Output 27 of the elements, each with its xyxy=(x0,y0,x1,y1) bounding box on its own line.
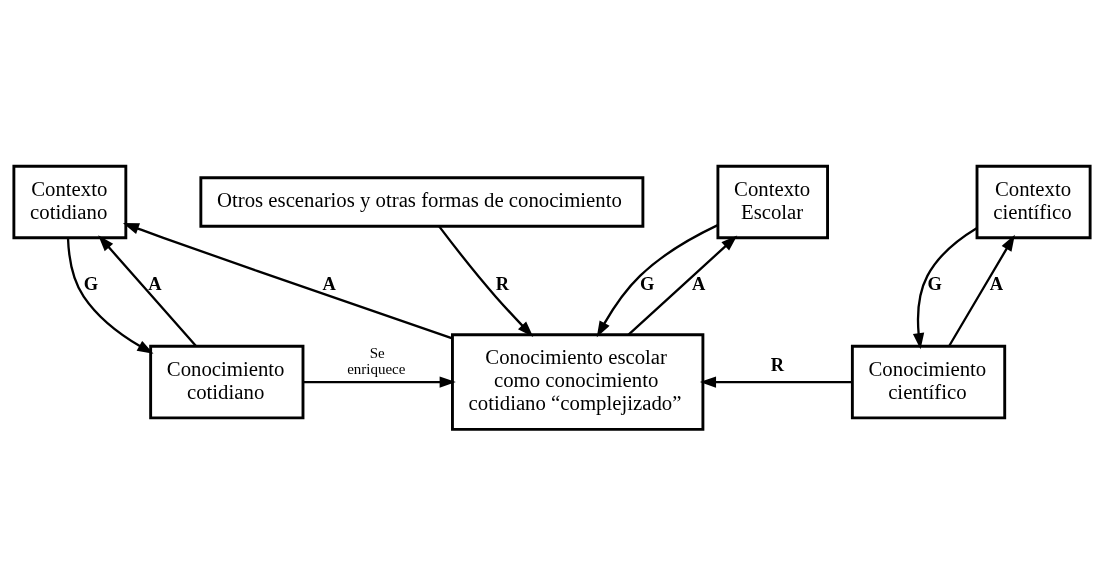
arrow xyxy=(948,234,1015,347)
arrow xyxy=(912,227,978,350)
edge-label: A xyxy=(691,273,706,294)
edge-label: A xyxy=(322,273,336,294)
node-box: Conocimiento escolar como conocimiento cotidiano “complejizado” xyxy=(451,333,705,431)
arrow xyxy=(627,235,738,336)
node-box: Contexto científico xyxy=(975,164,1092,240)
node-box: Conocimiento científico xyxy=(850,344,1007,420)
arrow xyxy=(438,225,534,337)
edge-label: G xyxy=(83,273,99,294)
arrow xyxy=(66,238,154,354)
node-box: Contexto cotidiano xyxy=(12,164,128,240)
node-box: Otros escenarios y otras formas de conocimiento xyxy=(199,176,645,228)
edge-label: R xyxy=(770,355,785,376)
arrow xyxy=(699,376,853,388)
arrow xyxy=(98,235,197,347)
edge-label: G xyxy=(640,273,655,294)
node-box: Conocimiento cotidiano xyxy=(149,344,305,420)
edge-label: G xyxy=(927,273,942,294)
node-box: Contexto Escolar xyxy=(716,164,829,240)
arrow xyxy=(303,376,456,388)
edge-label: A xyxy=(148,273,162,294)
edge-label: Se enriquece xyxy=(347,345,406,378)
arrow xyxy=(596,224,719,338)
edge-label: R xyxy=(495,273,510,294)
arrow xyxy=(122,223,453,340)
edge-label: A xyxy=(989,273,1004,294)
